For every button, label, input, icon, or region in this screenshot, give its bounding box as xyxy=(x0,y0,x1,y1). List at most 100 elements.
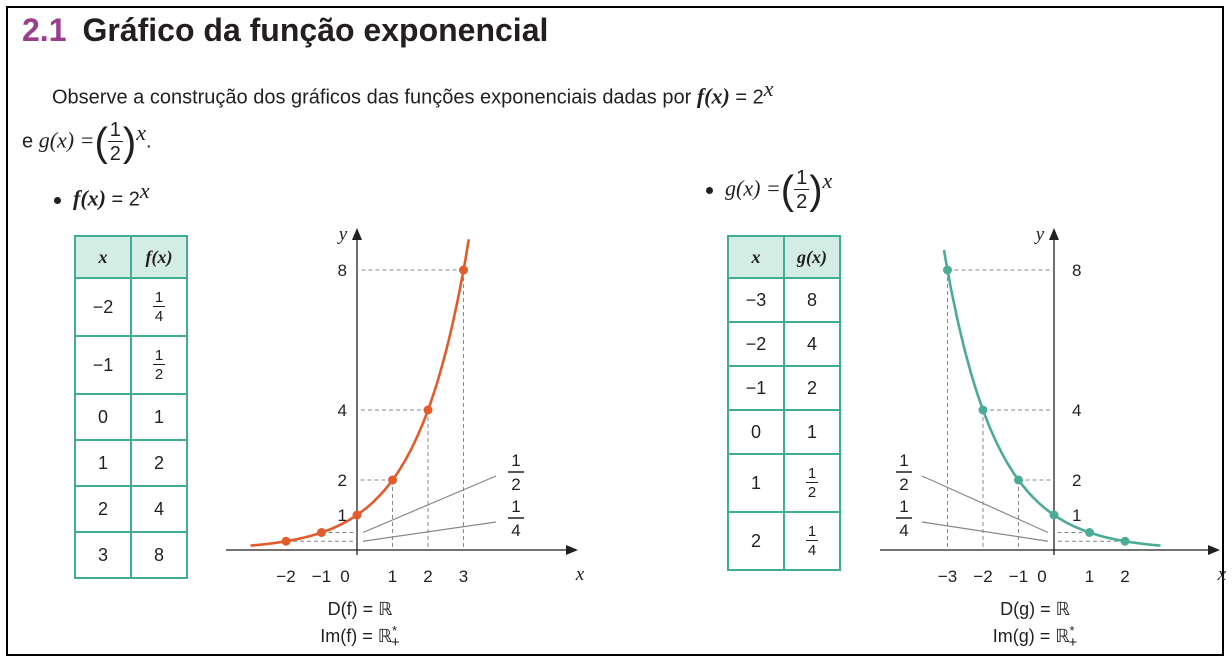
x-tick-label: 1 xyxy=(388,567,397,586)
table-cell-x: 0 xyxy=(74,393,132,441)
data-point xyxy=(1120,536,1130,546)
data-point xyxy=(978,405,988,415)
annotation-fraction-den: 4 xyxy=(899,521,908,540)
data-point xyxy=(1049,510,1059,520)
f-domain-image: D(f) = ℝ Im(f) = ℝ*+ xyxy=(300,598,420,654)
x-tick-label: −2 xyxy=(276,567,295,586)
g-label: g(x) = xyxy=(725,175,781,201)
table-cell-x: 2 xyxy=(727,511,785,571)
x-tick-label: −1 xyxy=(1009,567,1028,586)
intro-period: . xyxy=(146,130,152,153)
data-point xyxy=(317,528,326,537)
annotation-fraction-num: 1 xyxy=(511,497,520,516)
annotation-line xyxy=(921,475,1049,534)
x-tick-label: 0 xyxy=(1037,567,1046,586)
table-cell-value: 4 xyxy=(783,321,841,367)
x-axis-arrow xyxy=(566,545,578,555)
table-cell-value: 1 xyxy=(130,393,188,441)
data-point xyxy=(459,265,468,275)
table-cell-x: −1 xyxy=(727,365,785,411)
x-tick-label: −3 xyxy=(938,567,957,586)
y-tick-label: 1 xyxy=(338,506,347,525)
x-tick-label: 3 xyxy=(459,567,468,586)
g-image: Im(g) = ℝ*+ xyxy=(975,620,1095,654)
f-rhs: = 2 xyxy=(111,188,140,211)
x-tick-label: 1 xyxy=(1085,567,1094,586)
x-tick-label: −2 xyxy=(973,567,992,586)
x-tick-label: 0 xyxy=(340,567,349,586)
left-paren: ( xyxy=(780,168,795,213)
data-point xyxy=(352,510,362,520)
function-curve xyxy=(250,239,471,547)
f-image-sub: + xyxy=(391,633,400,651)
f-domain: D(f) = ℝ xyxy=(327,599,393,619)
table-cell-x: 3 xyxy=(74,531,132,579)
y-tick-label: 1 xyxy=(1072,506,1081,525)
bullet-dot xyxy=(706,186,713,194)
table-cell-value: 8 xyxy=(130,531,188,579)
table-cell-value: 2 xyxy=(783,365,841,411)
table-cell-x: 1 xyxy=(727,453,785,513)
annotation-line xyxy=(362,521,497,542)
table-cell-value: 1 xyxy=(783,409,841,455)
x-axis-label: x xyxy=(575,564,585,585)
annotation-fraction-den: 2 xyxy=(899,475,908,494)
g-exp: x xyxy=(822,168,833,193)
frac-den: 2 xyxy=(796,191,808,214)
g-domain: D(g) = ℝ xyxy=(1000,599,1070,619)
data-point xyxy=(423,405,433,415)
function-curve xyxy=(942,249,1161,547)
f-image-text: Im(f) = ℝ xyxy=(320,626,392,646)
annotation-fraction-num: 1 xyxy=(511,451,520,470)
intro-line-1: Observe a construção dos gráficos das fu… xyxy=(52,76,774,110)
x-tick-label: 2 xyxy=(423,567,432,586)
f-image-sup: * xyxy=(391,623,398,638)
table-cell-x: 2 xyxy=(74,485,132,533)
x-axis-arrow xyxy=(1208,545,1220,555)
intro-f-exp: x xyxy=(763,76,774,101)
data-point xyxy=(1014,475,1023,485)
intro-text: Observe a construção dos gráficos das fu… xyxy=(52,86,692,109)
y-tick-label: 2 xyxy=(338,471,347,490)
table-cell-x: 0 xyxy=(727,409,785,455)
intro-f-name: f(x) xyxy=(696,83,730,109)
table-header-cell: g(x) xyxy=(783,235,841,279)
y-axis-arrow xyxy=(1049,228,1059,240)
y-axis-arrow xyxy=(352,228,362,240)
y-tick-label: 2 xyxy=(1072,471,1081,490)
intro-g-exp: x xyxy=(136,120,146,145)
g-image-text: Im(g) = ℝ xyxy=(992,626,1070,646)
f-exp: x xyxy=(139,178,150,203)
data-point xyxy=(1085,528,1094,537)
table-header-cell: x xyxy=(727,235,785,279)
table-cell-value: 8 xyxy=(783,277,841,323)
table-cell-value: 4 xyxy=(130,485,188,533)
x-tick-label: −1 xyxy=(312,567,331,586)
f-bullet: f(x) = 2x xyxy=(54,178,150,212)
right-paren: ) xyxy=(122,120,137,165)
y-tick-label: 4 xyxy=(1072,401,1081,420)
g-image-sup: * xyxy=(1069,623,1075,638)
y-axis-label: y xyxy=(337,224,348,245)
section-title: Gráfico da função exponencial xyxy=(82,12,549,48)
annotation-line xyxy=(362,475,497,534)
